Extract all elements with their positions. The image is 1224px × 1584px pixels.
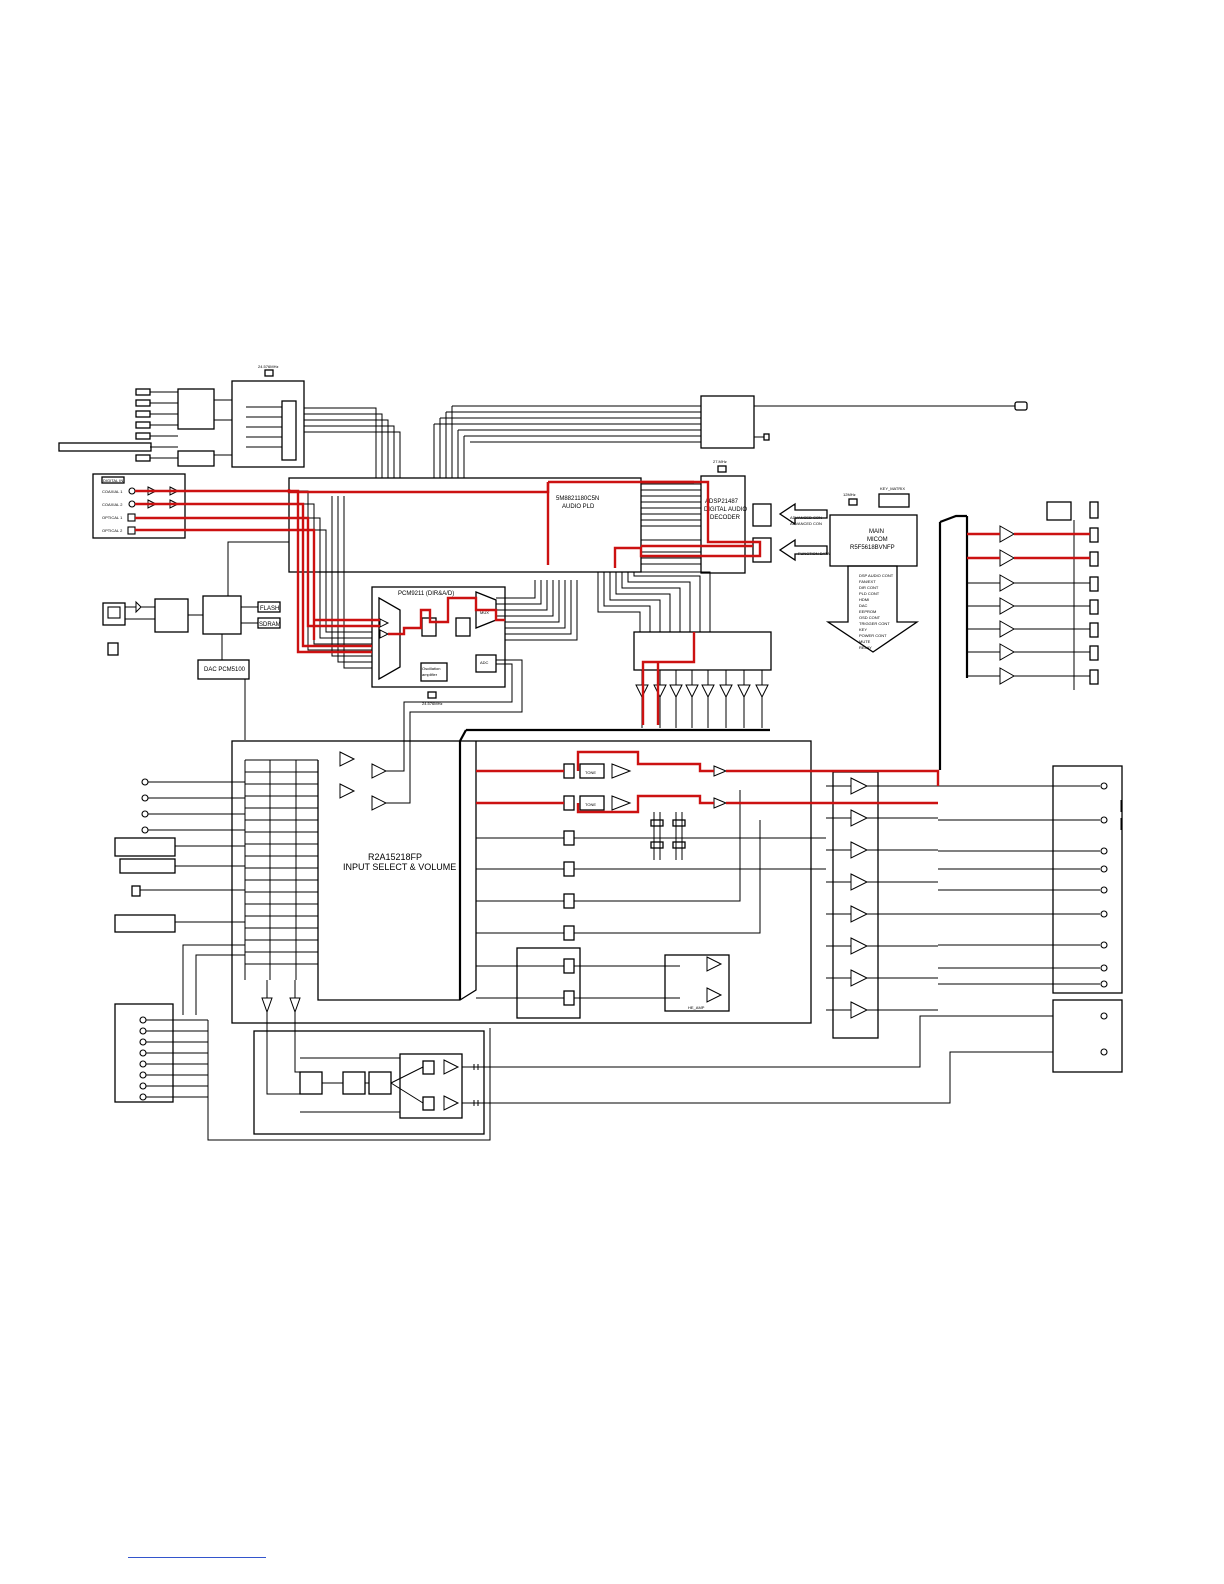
input-coaxial-2: COAXIAL 2 <box>102 502 123 507</box>
volume-label-1: R2A15218FP <box>368 852 422 862</box>
micom-out-3: PLD CONT <box>859 591 880 596</box>
hdmi-transmitter <box>433 395 1028 478</box>
channel-volume-boxes <box>563 830 575 1006</box>
bus-label-function: FUNCTION DATA <box>798 551 830 556</box>
bus-label-advanced-1: ADVANCED CON <box>790 515 822 520</box>
pre-out-amps <box>999 525 1016 685</box>
flash-label: FLASH <box>260 606 279 612</box>
output-buffer <box>466 571 772 732</box>
micom-output-list: DSP AUDIO CONT FAN/EXT DIR CONT PLD CONT… <box>859 573 894 650</box>
bus-label-advanced-2: ADVANCED CON <box>790 521 822 526</box>
micom-label-2: MICOM <box>867 537 888 543</box>
sdram-label: SDRAM <box>259 622 281 628</box>
crystal-label-hdmi: 24.576MHz <box>258 364 278 369</box>
micom-label-1: MAIN <box>869 529 884 535</box>
key-matrix-label: KEY_MATRIX <box>880 486 905 491</box>
osc-label-1: Oscillation <box>422 666 440 671</box>
dsp-label-3: DECODER <box>710 515 741 521</box>
micom-out-8: TRIGGER CONT <box>859 621 890 626</box>
micom-out-6: EEPROM <box>859 609 876 614</box>
micom-out-12: RELAY <box>859 645 872 650</box>
output-buffer-amps <box>635 684 769 699</box>
micom-out-0: DSP AUDIO CONT <box>859 573 894 578</box>
volume-input-switches <box>244 759 318 980</box>
main-micom: MAIN MICOM R5F5618BVNFP 12MHz KEY_MATRIX… <box>778 486 920 653</box>
input-optical-2: OPTICAL 2 <box>102 528 123 533</box>
micom-out-7: OSD CONT <box>859 615 881 620</box>
digital-in-label: DIGITAL IN <box>103 478 123 483</box>
micom-out-10: POWER CONT <box>859 633 887 638</box>
tone-label-1: TONE <box>585 770 596 775</box>
crystal-label-dsp: 27.MHz <box>713 459 727 464</box>
hdmi-bus <box>304 407 401 478</box>
input-optical-1: OPTICAL 1 <box>102 515 123 520</box>
volume-chip: R2A15218FP INPUT SELECT & VOLUME <box>231 729 812 1060</box>
hdmi-input-section: 24.576MHz <box>58 364 305 468</box>
power-amp-column <box>826 771 1100 1039</box>
usb-section: FLASH SDRAM DAC PCM5100 <box>102 541 289 740</box>
tone-section: TONE TONE HE_AMP <box>476 763 826 1019</box>
dsp-label-1: ADSP21487 <box>705 499 739 505</box>
mux-label: MUX <box>480 610 489 615</box>
crystal-label-micom: 12MHz <box>843 492 856 497</box>
pld-label-2: AUDIO PLD <box>562 504 595 510</box>
crystal-label-dir: 24.576MHz <box>422 701 442 706</box>
adc-label: ADC <box>480 660 489 665</box>
page-footer-line <box>128 1557 266 1558</box>
dac-label: DAC PCM5100 <box>204 667 246 673</box>
volume-label-2: INPUT SELECT & VOLUME <box>343 862 456 872</box>
analog-inputs <box>114 778 491 1141</box>
input-coaxial-1: COAXIAL 1 <box>102 489 123 494</box>
micom-out-5: DAC <box>859 603 868 608</box>
speaker-terminals <box>1052 765 1123 1073</box>
micom-label-3: R5F5618BVNFP <box>850 545 895 551</box>
digital-in-block: DIGITAL IN COAXIAL 1 COAXIAL 2 OPTICAL 1… <box>92 473 186 539</box>
osc-label-2: amplifier <box>422 672 438 677</box>
dir-chip: PCM9211 (DIR&A/D) MUX ADC Oscillation am… <box>371 580 578 740</box>
micom-out-2: DIR CONT <box>859 585 879 590</box>
pre-out-column <box>938 501 1099 770</box>
micom-out-4: HDMI <box>859 597 869 602</box>
signal-path-highlight <box>135 480 1090 814</box>
pld-label-1: 5M8821180C5N <box>556 496 599 502</box>
dsp-label-2: DIGITAL AUDIO <box>704 507 747 513</box>
micom-out-1: FAN/EXT <box>859 579 876 584</box>
tone-label-2: TONE <box>585 802 596 807</box>
micom-out-9: KEY <box>859 627 867 632</box>
he-amp-label: HE_AMP <box>688 1005 705 1010</box>
micom-out-11: MUTE <box>859 639 871 644</box>
audio-pld-chip: 5M8821180C5N AUDIO PLD <box>288 477 642 573</box>
dir-label: PCM9211 (DIR&A/D) <box>398 591 454 597</box>
headphone-block <box>253 1015 1053 1135</box>
